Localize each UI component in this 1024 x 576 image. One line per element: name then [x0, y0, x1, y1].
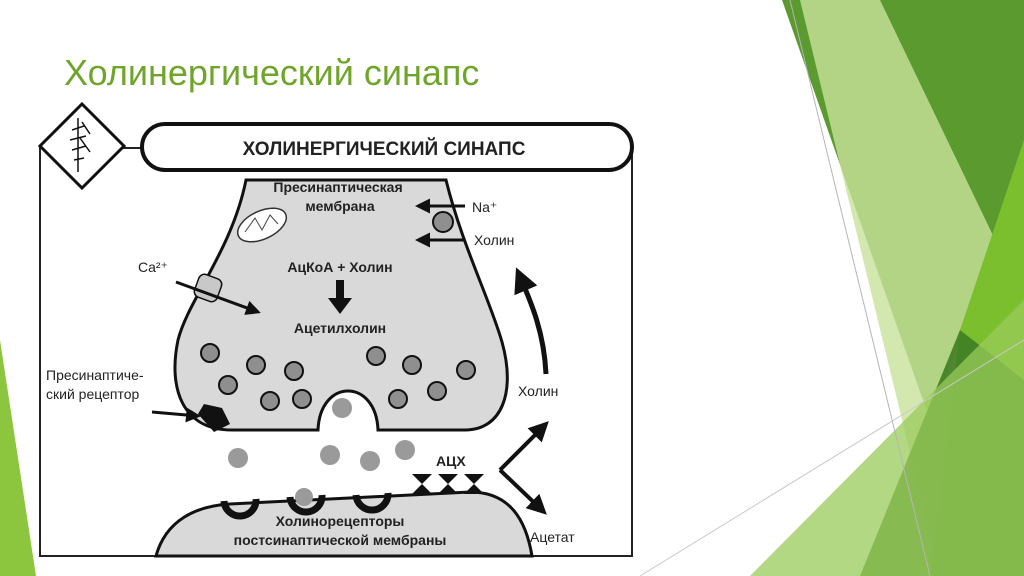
presyn-receptor-icon [198, 404, 230, 432]
released-ach-molecules [228, 398, 415, 506]
choline-right-label: Холин [518, 383, 558, 399]
ach-label: АЦХ [436, 453, 466, 469]
bg-shape-left-sliver [0, 340, 36, 576]
presynaptic-membrane-label-line2: мембрана [305, 198, 375, 214]
postsyn-label-line2: постсинаптической мембраны [234, 532, 447, 548]
bg-line-1 [789, 0, 931, 576]
postsyn-label-line1: Холинорецепторы [276, 513, 405, 529]
choline-transporter-icon [432, 211, 454, 233]
choline-in-label: Холин [474, 232, 514, 248]
bg-shape-bottom-light [750, 300, 1024, 576]
presyn-receptor-label-line2: ский рецептор [46, 386, 139, 402]
banner-box [140, 122, 634, 172]
acetate-label: Ацетат [530, 529, 575, 545]
presyn-receptor-arrow [151, 407, 201, 423]
bg-line-2 [639, 339, 1024, 576]
acetylcholine-label: Ацетилхолин [294, 320, 386, 336]
vesicles [200, 343, 476, 411]
banner-text: ХОЛИНЕРГИЧЕСКИЙ СИНАПС [243, 138, 526, 160]
na-label: Na⁺ [472, 199, 497, 215]
mitochondrion-icon [236, 207, 288, 243]
presynaptic-membrane-label-line1: Пресинаптическая [273, 179, 402, 195]
reaction-label: АцКоА + Холин [287, 259, 392, 275]
hydrolysis-arrows [498, 421, 549, 515]
logo-emblem [37, 101, 127, 191]
choline-reuptake-arrow [514, 267, 549, 375]
presyn-receptor-label-line1: Пресинаптиче- [46, 367, 144, 383]
slide-title: Холинергический синапс [64, 52, 480, 93]
ca-arrow [175, 280, 261, 315]
acetylcholinesterase-icon [412, 474, 484, 494]
ca-label: Ca²⁺ [138, 259, 168, 275]
postsynaptic-receptors [220, 492, 392, 520]
synthesis-arrow [328, 280, 352, 314]
